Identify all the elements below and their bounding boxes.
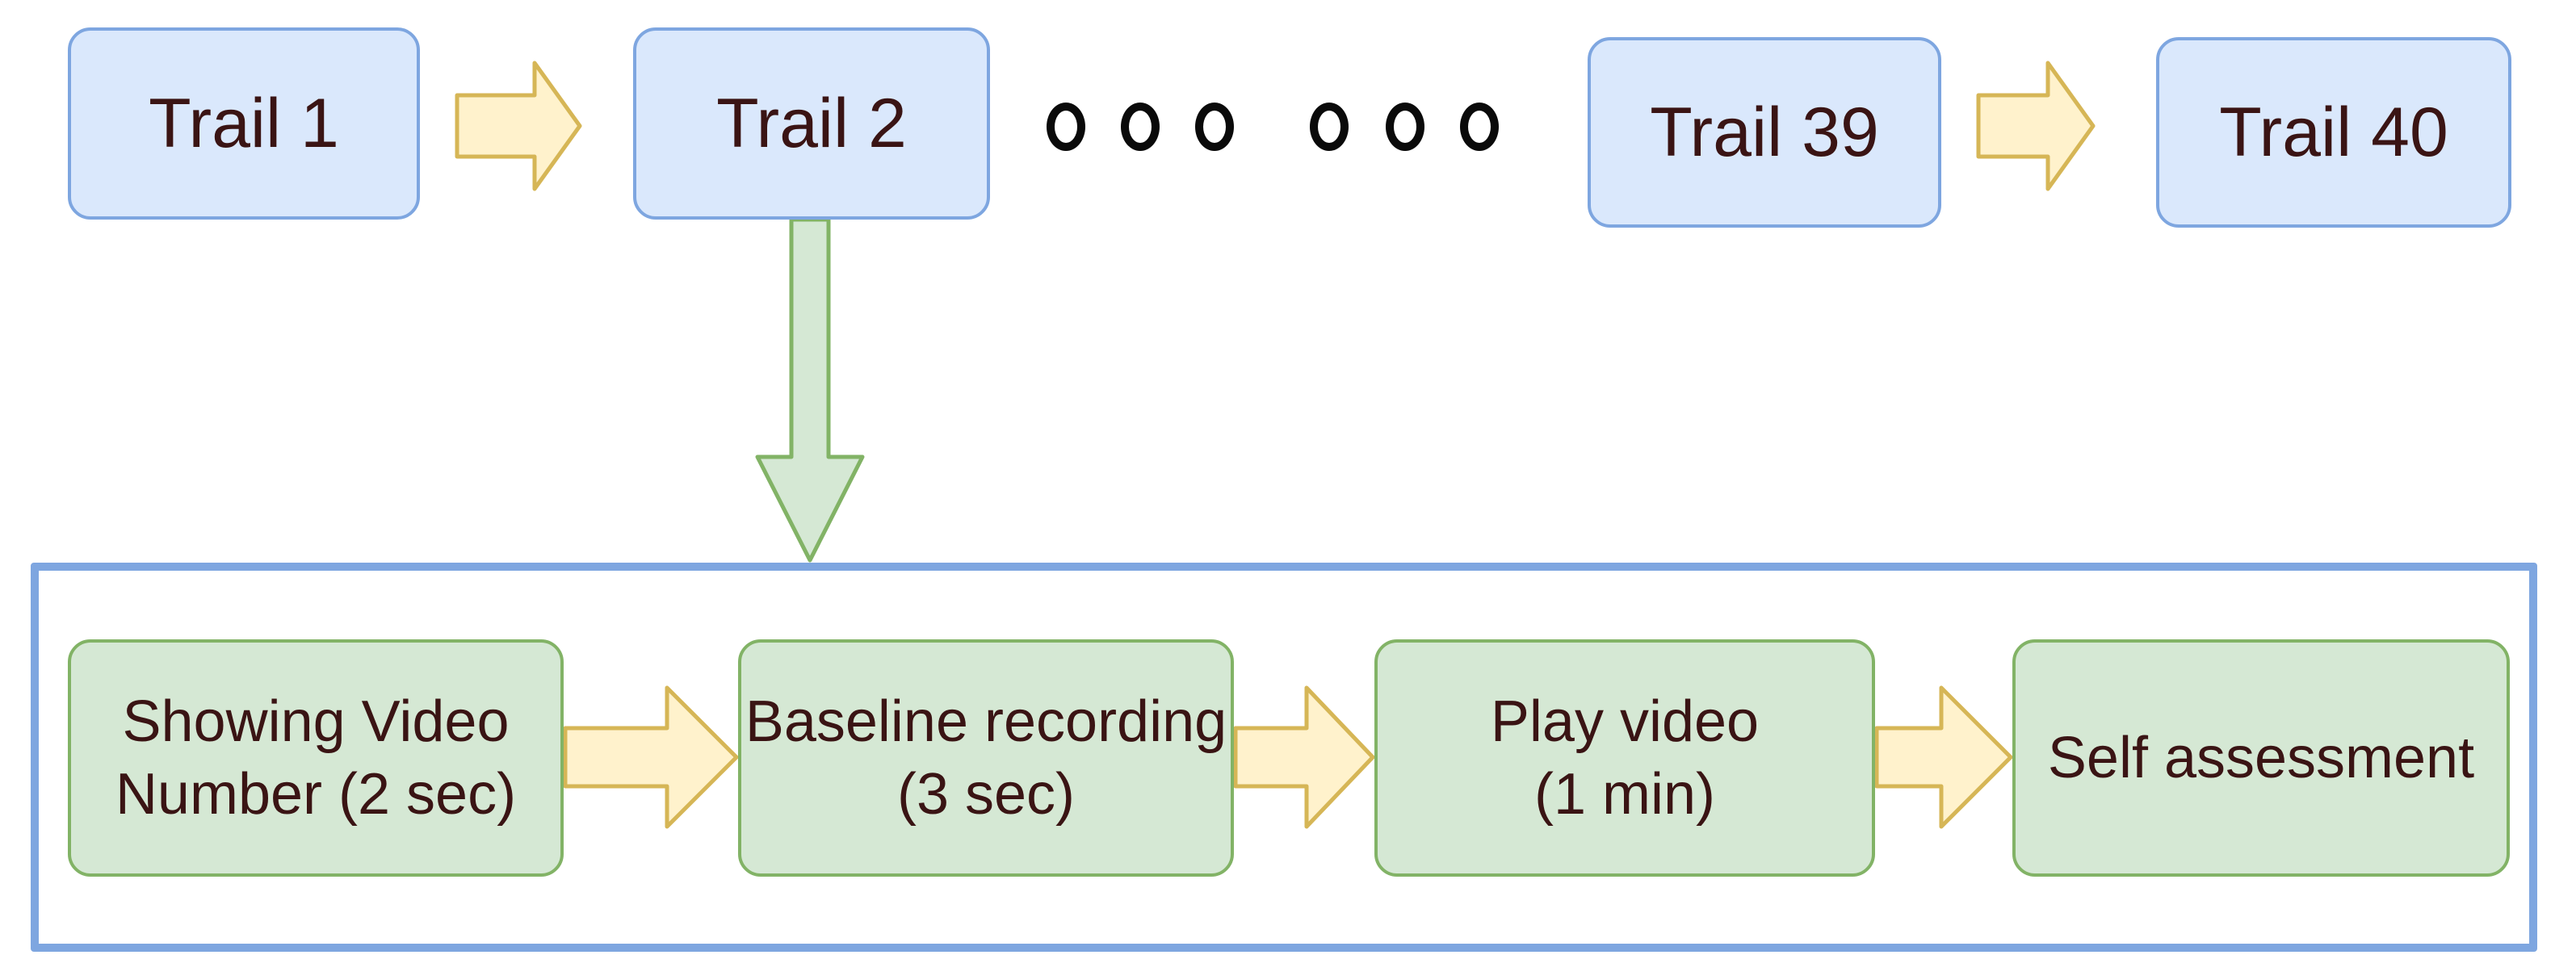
trial-box-40: Trail 40 bbox=[2156, 37, 2511, 228]
step-label-line: Showing Video bbox=[122, 689, 510, 754]
step-self-assessment: Self assessment bbox=[2012, 639, 2510, 877]
trial-procedure-panel bbox=[31, 563, 2537, 952]
step-play-video: Play video (1 min) bbox=[1374, 639, 1875, 877]
ellipsis-dot bbox=[1386, 103, 1424, 151]
expand-arrow-trail2-to-procedure bbox=[755, 217, 865, 563]
ellipsis-dot bbox=[1121, 103, 1160, 151]
step-label: Self assessment bbox=[2048, 722, 2474, 794]
step-label-line: Baseline recording bbox=[745, 689, 1227, 754]
trial-box-39: Trail 39 bbox=[1588, 37, 1941, 228]
arrow-step2-to-step3 bbox=[1233, 685, 1375, 829]
trial-label: Trail 1 bbox=[149, 84, 339, 162]
step-label: Baseline recording (3 sec) bbox=[745, 685, 1227, 831]
arrow-step1-to-step2 bbox=[563, 685, 739, 829]
step-showing-video-number: Showing Video Number (2 sec) bbox=[68, 639, 564, 877]
arrow-trail39-to-trail40 bbox=[1976, 61, 2096, 191]
step-label-line: (3 sec) bbox=[896, 762, 1076, 827]
ellipsis-dot bbox=[1460, 103, 1499, 151]
step-label-line: Play video bbox=[1490, 689, 1760, 754]
arrow-step3-to-step4 bbox=[1874, 685, 2013, 829]
trial-label: Trail 39 bbox=[1650, 93, 1879, 171]
ellipsis-dot bbox=[1047, 103, 1085, 151]
trial-box-2: Trail 2 bbox=[633, 27, 990, 220]
step-label: Showing Video Number (2 sec) bbox=[115, 685, 516, 831]
ellipsis-dot bbox=[1195, 103, 1234, 151]
step-label: Play video (1 min) bbox=[1491, 685, 1759, 831]
trial-label: Trail 2 bbox=[716, 84, 907, 162]
trial-box-1: Trail 1 bbox=[68, 27, 420, 220]
step-label-line: (1 min) bbox=[1533, 762, 1715, 827]
step-label-line: Number (2 sec) bbox=[115, 762, 517, 827]
step-label-line: Self assessment bbox=[2047, 726, 2475, 790]
ellipsis-dot bbox=[1310, 103, 1349, 151]
trial-label: Trail 40 bbox=[2219, 93, 2448, 171]
arrow-trail1-to-trail2 bbox=[455, 61, 582, 191]
step-baseline-recording: Baseline recording (3 sec) bbox=[738, 639, 1234, 877]
